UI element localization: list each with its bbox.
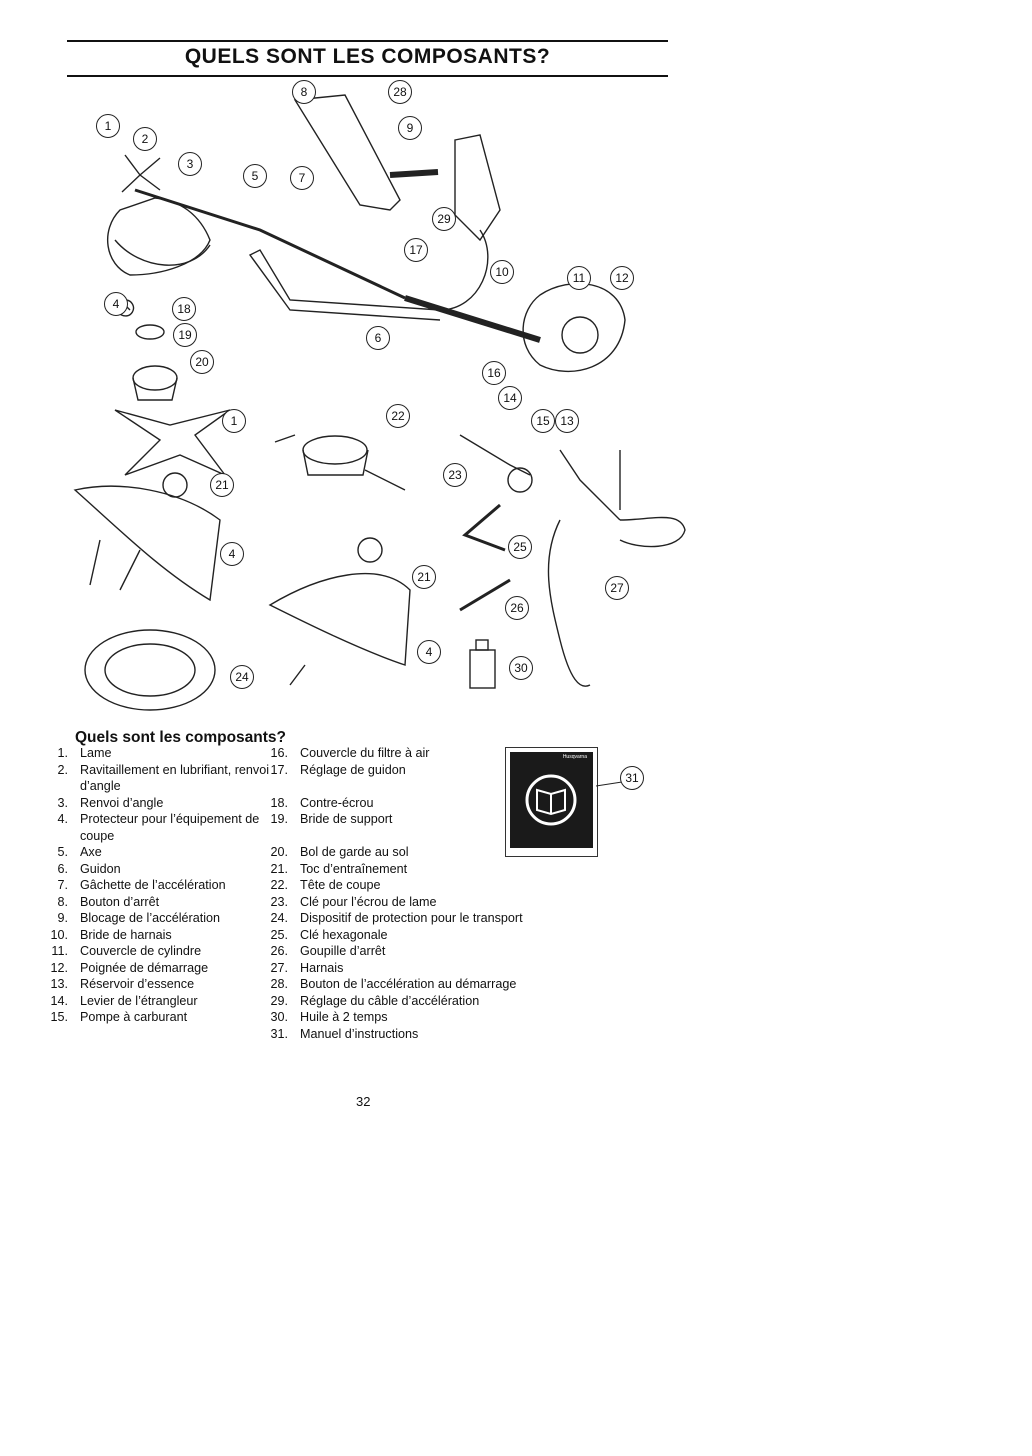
callout-31: 31: [620, 766, 644, 790]
callout: 16: [482, 361, 506, 385]
callout: 26: [505, 596, 529, 620]
callout: 1: [222, 409, 246, 433]
callout: 14: [498, 386, 522, 410]
callout: 19: [173, 323, 197, 347]
list-item: 20.Bol de garde au sol: [270, 845, 409, 859]
list-item: 2.Ravitaillement en lubrifiant, renvoi d…: [57, 762, 269, 794]
list-item: 11.Couvercle de cylindre: [51, 944, 202, 958]
manual-brand: Husqvarna: [562, 754, 587, 760]
callout: 24: [230, 665, 254, 689]
callout: 12: [610, 266, 634, 290]
callout: 10: [490, 260, 514, 284]
list-item: 22.Tête de coupe: [270, 878, 381, 892]
callout: 13: [555, 409, 579, 433]
instruction-manual-image: Husqvarna: [505, 747, 598, 857]
callout: 5: [243, 164, 267, 188]
list-item: 9.Blocage de l’accélération: [57, 911, 221, 925]
list-item: 1.Lame: [57, 746, 112, 760]
list-item: 8.Bouton d’arrêt: [57, 894, 160, 909]
callout: 4: [104, 292, 128, 316]
callout: 1: [96, 114, 120, 138]
callout: 20: [190, 350, 214, 374]
list-item: 23.Clé pour l’écrou de lame: [270, 894, 437, 909]
list-item: 28.Bouton de l’accélération au démarrage: [270, 977, 517, 991]
title-underline: [67, 75, 668, 77]
callout: 29: [432, 207, 456, 231]
list-item: 15.Pompe à carburant: [50, 1010, 188, 1024]
list-item: 26.Goupille d’arrêt: [270, 944, 386, 958]
list-item: 24.Dispositif de protection pour le tran…: [270, 911, 523, 925]
list-item: 10.Bride de harnais: [50, 927, 172, 942]
list-item: 19.Bride de support: [270, 812, 393, 826]
list-item: 6.Guidon: [57, 861, 121, 876]
section-subtitle: Quels sont les composants?: [75, 729, 287, 746]
callout: 28: [388, 80, 412, 104]
callout: 17: [404, 238, 428, 262]
list-item: 30.Huile à 2 temps: [270, 1010, 388, 1024]
callout: 2: [133, 127, 157, 151]
page-title: QUELS SONT LES COMPOSANTS?: [184, 45, 551, 68]
list-item: 25.Clé hexagonale: [270, 927, 388, 942]
list-item: 21.Toc d’entraînement: [270, 861, 408, 876]
list-item: 17.Réglage de guidon: [270, 762, 406, 777]
callout: 15: [531, 409, 555, 433]
callout: 4: [417, 640, 441, 664]
callout: 21: [412, 565, 436, 589]
list-item: 31.Manuel d’instructions: [270, 1026, 419, 1041]
list-item: 18.Contre-écrou: [270, 795, 374, 810]
list-item: 14.Levier de l’étrangleur: [50, 993, 198, 1008]
manual-leader-line: [596, 781, 623, 787]
list-item: 4.Protecteur pour l’équipement de coupe: [57, 812, 260, 843]
callout: 18: [172, 297, 196, 321]
callout: 30: [509, 656, 533, 680]
list-item: 13.Réservoir d’essence: [50, 977, 195, 991]
page-number: 32: [356, 1094, 371, 1109]
list-item: 5.Axe: [57, 845, 102, 859]
book-icon: [525, 774, 577, 826]
list-item: 29.Réglage du câble d’accélération: [270, 993, 480, 1008]
callout: 6: [366, 326, 390, 350]
list-item: 16.Couvercle du filtre à air: [270, 746, 430, 760]
list-item: 3.Renvoi d’angle: [57, 795, 164, 810]
callout: 9: [398, 116, 422, 140]
list-item: 12.Poignée de démarrage: [50, 960, 209, 975]
callout: 21: [210, 473, 234, 497]
callout: 22: [386, 404, 410, 428]
callout: 27: [605, 576, 629, 600]
list-item: 7.Gâchette de l’accélération: [57, 878, 226, 892]
callout: 8: [292, 80, 316, 104]
list-item: 27.Harnais: [270, 960, 344, 975]
callout: 4: [220, 542, 244, 566]
callout: 25: [508, 535, 532, 559]
callout: 3: [178, 152, 202, 176]
left-component-list: 1.Lame 2.Ravitaillement en lubrifiant, r…: [44, 745, 276, 1026]
top-rule: [67, 40, 668, 42]
callout: 23: [443, 463, 467, 487]
components-diagram: 8 28 9 7 29 1 2 3 5 17 10 11 12 4 18 19 …: [60, 80, 690, 720]
callout: 11: [567, 266, 591, 290]
callout: 7: [290, 166, 314, 190]
trimmer-illustration: [73, 94, 686, 711]
right-component-list: 16.Couvercle du filtre à air 17.Réglage …: [264, 745, 594, 1042]
